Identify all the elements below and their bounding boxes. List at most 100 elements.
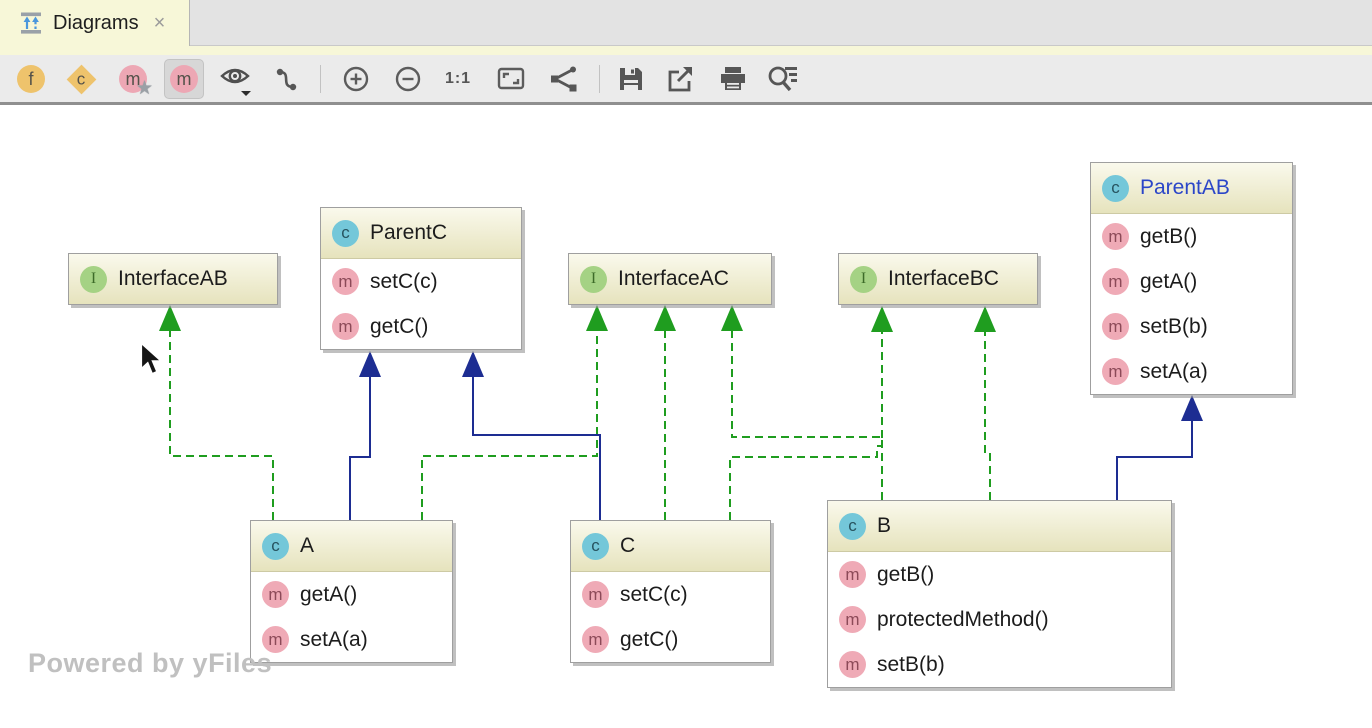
export-diagram-button[interactable]: [661, 59, 701, 99]
export-icon: [668, 67, 692, 92]
uml-member-row[interactable]: m setB(b): [1091, 304, 1292, 349]
eye-icon: [220, 68, 251, 96]
save-diagram-button[interactable]: [611, 59, 651, 99]
method-badge-icon: m: [332, 313, 359, 340]
diagrams-file-icon: [21, 12, 41, 34]
uml-member-label: setA(a): [300, 627, 368, 651]
toggle-methods-button[interactable]: m: [164, 59, 204, 99]
uml-member-row[interactable]: m protectedMethod(): [828, 597, 1171, 642]
uml-member-row[interactable]: m setA(a): [251, 617, 452, 662]
uml-member-row[interactable]: m getC(): [321, 304, 521, 349]
uml-node-InterfaceAB[interactable]: I InterfaceAB: [68, 253, 278, 305]
uml-node-title: ParentC: [370, 221, 448, 244]
find-in-diagram-button[interactable]: [763, 59, 803, 99]
method-badge-icon: m: [839, 606, 866, 633]
uml-member-label: setA(a): [1140, 359, 1208, 383]
uml-member-row[interactable]: m setB(b): [828, 642, 1171, 687]
zoom-in-button[interactable]: [336, 59, 376, 99]
tab-diagrams[interactable]: Diagrams ×: [0, 0, 190, 46]
zoom-in-icon: [343, 66, 369, 92]
edge-style-button[interactable]: [267, 59, 307, 99]
uml-member-label: protectedMethod(): [877, 607, 1049, 631]
apply-layout-button[interactable]: [543, 59, 583, 99]
spline-icon: [276, 68, 297, 91]
toggle-properties-button[interactable]: m★: [113, 59, 153, 99]
class-badge-icon: c: [262, 532, 289, 560]
uml-node-title: ParentAB: [1140, 176, 1230, 199]
diagram-toolbar: f c m★ m: [0, 55, 1372, 105]
uml-node-header[interactable]: c ParentAB: [1091, 163, 1292, 214]
uml-member-row[interactable]: m setC(c): [321, 259, 521, 304]
toolbar-separator: [320, 65, 321, 93]
uml-member-label: setC(c): [620, 582, 688, 606]
field-icon: f: [17, 65, 45, 93]
uml-member-label: getA(): [300, 582, 358, 606]
method-badge-icon: m: [332, 268, 359, 295]
uml-member-label: setB(b): [1140, 314, 1208, 338]
uml-node-title: A: [300, 534, 315, 557]
uml-node-header[interactable]: I InterfaceAB: [69, 254, 277, 304]
method-badge-icon: m: [262, 626, 289, 653]
uml-member-label: getA(): [1140, 269, 1198, 293]
method-badge-icon: m: [839, 651, 866, 678]
method-badge-icon: m: [1102, 313, 1129, 340]
class-badge-icon: c: [1102, 174, 1129, 202]
star-overlay-icon: ★: [135, 78, 153, 99]
editor-accent-strip: [0, 46, 1372, 55]
layout-tree-icon: [551, 66, 577, 92]
method-badge-icon: m: [582, 626, 609, 653]
tab-close-icon[interactable]: ×: [153, 12, 166, 34]
class-badge-icon: c: [839, 512, 866, 540]
print-diagram-button[interactable]: [713, 59, 753, 99]
print-icon: [721, 67, 745, 90]
method-badge-icon: m: [1102, 358, 1129, 385]
toggle-fields-button[interactable]: f: [11, 59, 51, 99]
visibility-level-button[interactable]: [217, 59, 257, 99]
save-icon: [620, 68, 642, 90]
uml-member-label: getB(): [877, 562, 935, 586]
method-badge-icon: m: [262, 581, 289, 608]
uml-member-label: setC(c): [370, 269, 438, 293]
actual-size-button[interactable]: 1:1: [438, 59, 478, 99]
fit-content-button[interactable]: [491, 59, 531, 99]
uml-node-title: InterfaceAB: [118, 267, 228, 290]
toggle-constants-button[interactable]: c: [61, 59, 101, 99]
zoom-out-button[interactable]: [388, 59, 428, 99]
uml-member-label: getC(): [370, 314, 429, 338]
class-badge-icon: c: [582, 532, 609, 560]
uml-member-row[interactable]: m getA(): [251, 572, 452, 617]
mouse-cursor: [139, 341, 165, 376]
uml-member-row[interactable]: m setC(c): [571, 572, 770, 617]
uml-member-label: setB(b): [877, 652, 945, 676]
interface-badge-icon: I: [80, 265, 107, 293]
uml-node-title: B: [877, 514, 892, 537]
method-badge-icon: m: [582, 581, 609, 608]
constant-icon: c: [66, 64, 96, 94]
tab-label: Diagrams: [53, 11, 139, 34]
uml-member-row[interactable]: m setA(a): [1091, 349, 1292, 394]
zoom-out-icon: [395, 66, 421, 92]
uml-node-title: InterfaceAC: [618, 267, 729, 290]
uml-node-title: C: [620, 534, 636, 557]
uml-member-label: getB(): [1140, 224, 1198, 248]
tab-bar: Diagrams ×: [0, 0, 1372, 46]
find-icon: [768, 66, 797, 92]
